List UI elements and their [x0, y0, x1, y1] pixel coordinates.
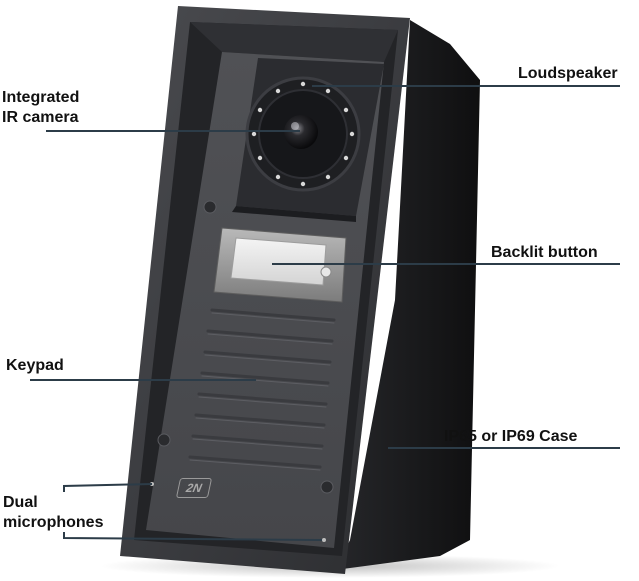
keypad-grooves — [188, 308, 336, 469]
screw — [157, 433, 171, 447]
label-mics-line-1: Dual — [3, 494, 38, 511]
label-loudspeaker: Loudspeaker — [518, 65, 618, 82]
ir-led-ring — [251, 81, 355, 187]
camera-module-bevel — [232, 206, 356, 222]
screw — [320, 480, 334, 494]
brand-logo: 2N — [175, 478, 213, 498]
label-dual-microphones: Dual microphones — [3, 493, 103, 533]
housing-top-ledge — [190, 22, 398, 62]
camera-lens-highlight — [291, 122, 299, 130]
label-mics-line-2: microphones — [3, 514, 104, 531]
label-integrated-ir-camera: Integrated IR camera — [2, 88, 79, 128]
leader-line-mic-2 — [63, 532, 323, 541]
housing-side — [335, 20, 480, 570]
label-case-rating: IP65 or IP69 Case — [444, 428, 578, 445]
leader-line-mic-1 — [63, 483, 153, 492]
leader-lines — [30, 85, 620, 541]
label-keypad: Keypad — [6, 357, 64, 374]
screw — [203, 200, 217, 214]
label-camera-line-2: IR camera — [2, 109, 79, 126]
keypad-groove-highlights — [189, 312, 335, 471]
label-backlit-button: Backlit button — [491, 244, 598, 261]
microphone-hole — [322, 538, 326, 542]
label-camera-line-1: Integrated — [2, 89, 80, 106]
